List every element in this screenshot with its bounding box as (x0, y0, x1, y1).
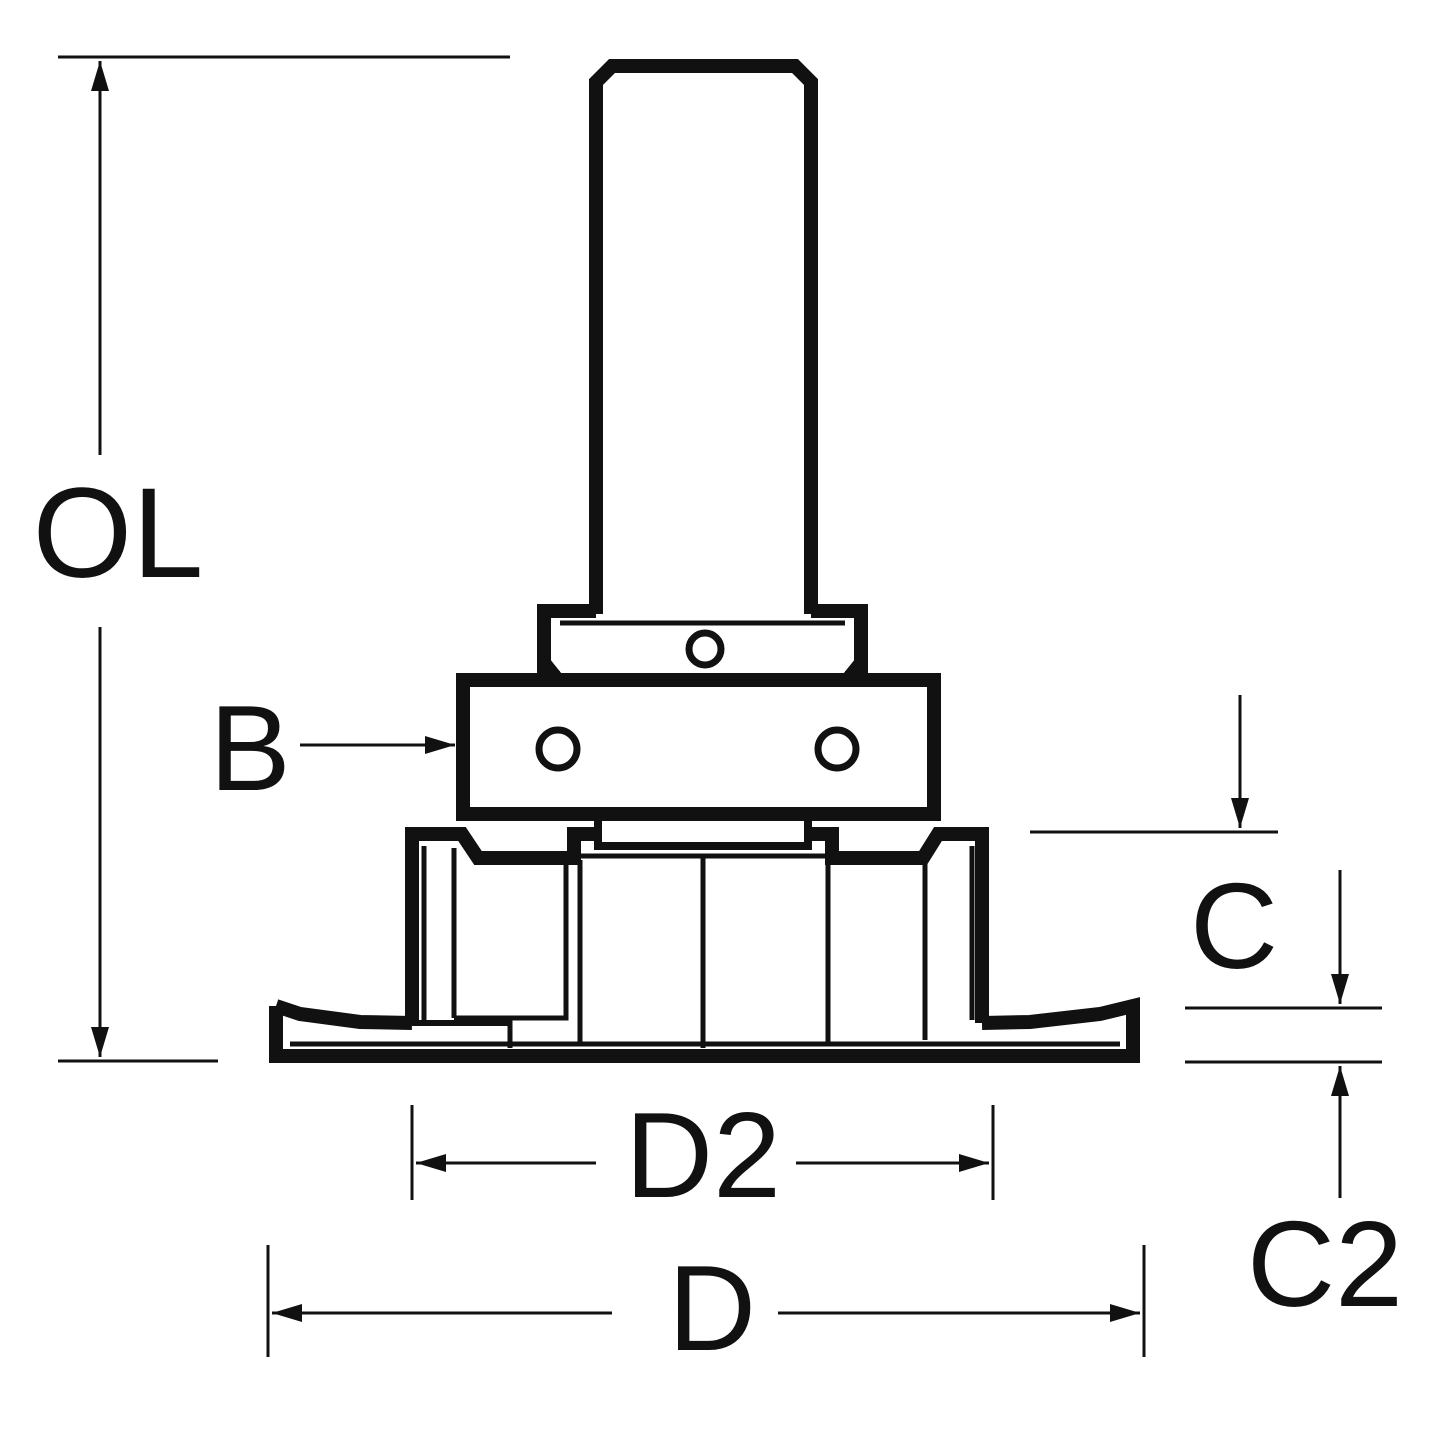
label-d: D (668, 1240, 756, 1376)
label-c2: C2 (1247, 1196, 1403, 1332)
cutting-disc (269, 997, 1140, 1063)
router-bit-drawing (269, 59, 1140, 1063)
label-d2: D2 (625, 1087, 781, 1223)
upper-collar (537, 604, 868, 685)
label-b: B (209, 680, 290, 816)
label-ol: OL (33, 462, 204, 605)
cutter-body-left-pocket (454, 858, 569, 1021)
cutter-body-outline (405, 827, 989, 1023)
bearing-hole-right (814, 726, 860, 772)
dimension-labels: OL B C C2 D2 D (33, 462, 1403, 1376)
label-c: C (1190, 858, 1278, 994)
bearing-block (456, 673, 941, 821)
shank (589, 59, 818, 614)
bearing-hole-left (535, 726, 581, 772)
dimension-lines (58, 55, 1382, 1357)
collar-screw-hole (685, 629, 725, 669)
